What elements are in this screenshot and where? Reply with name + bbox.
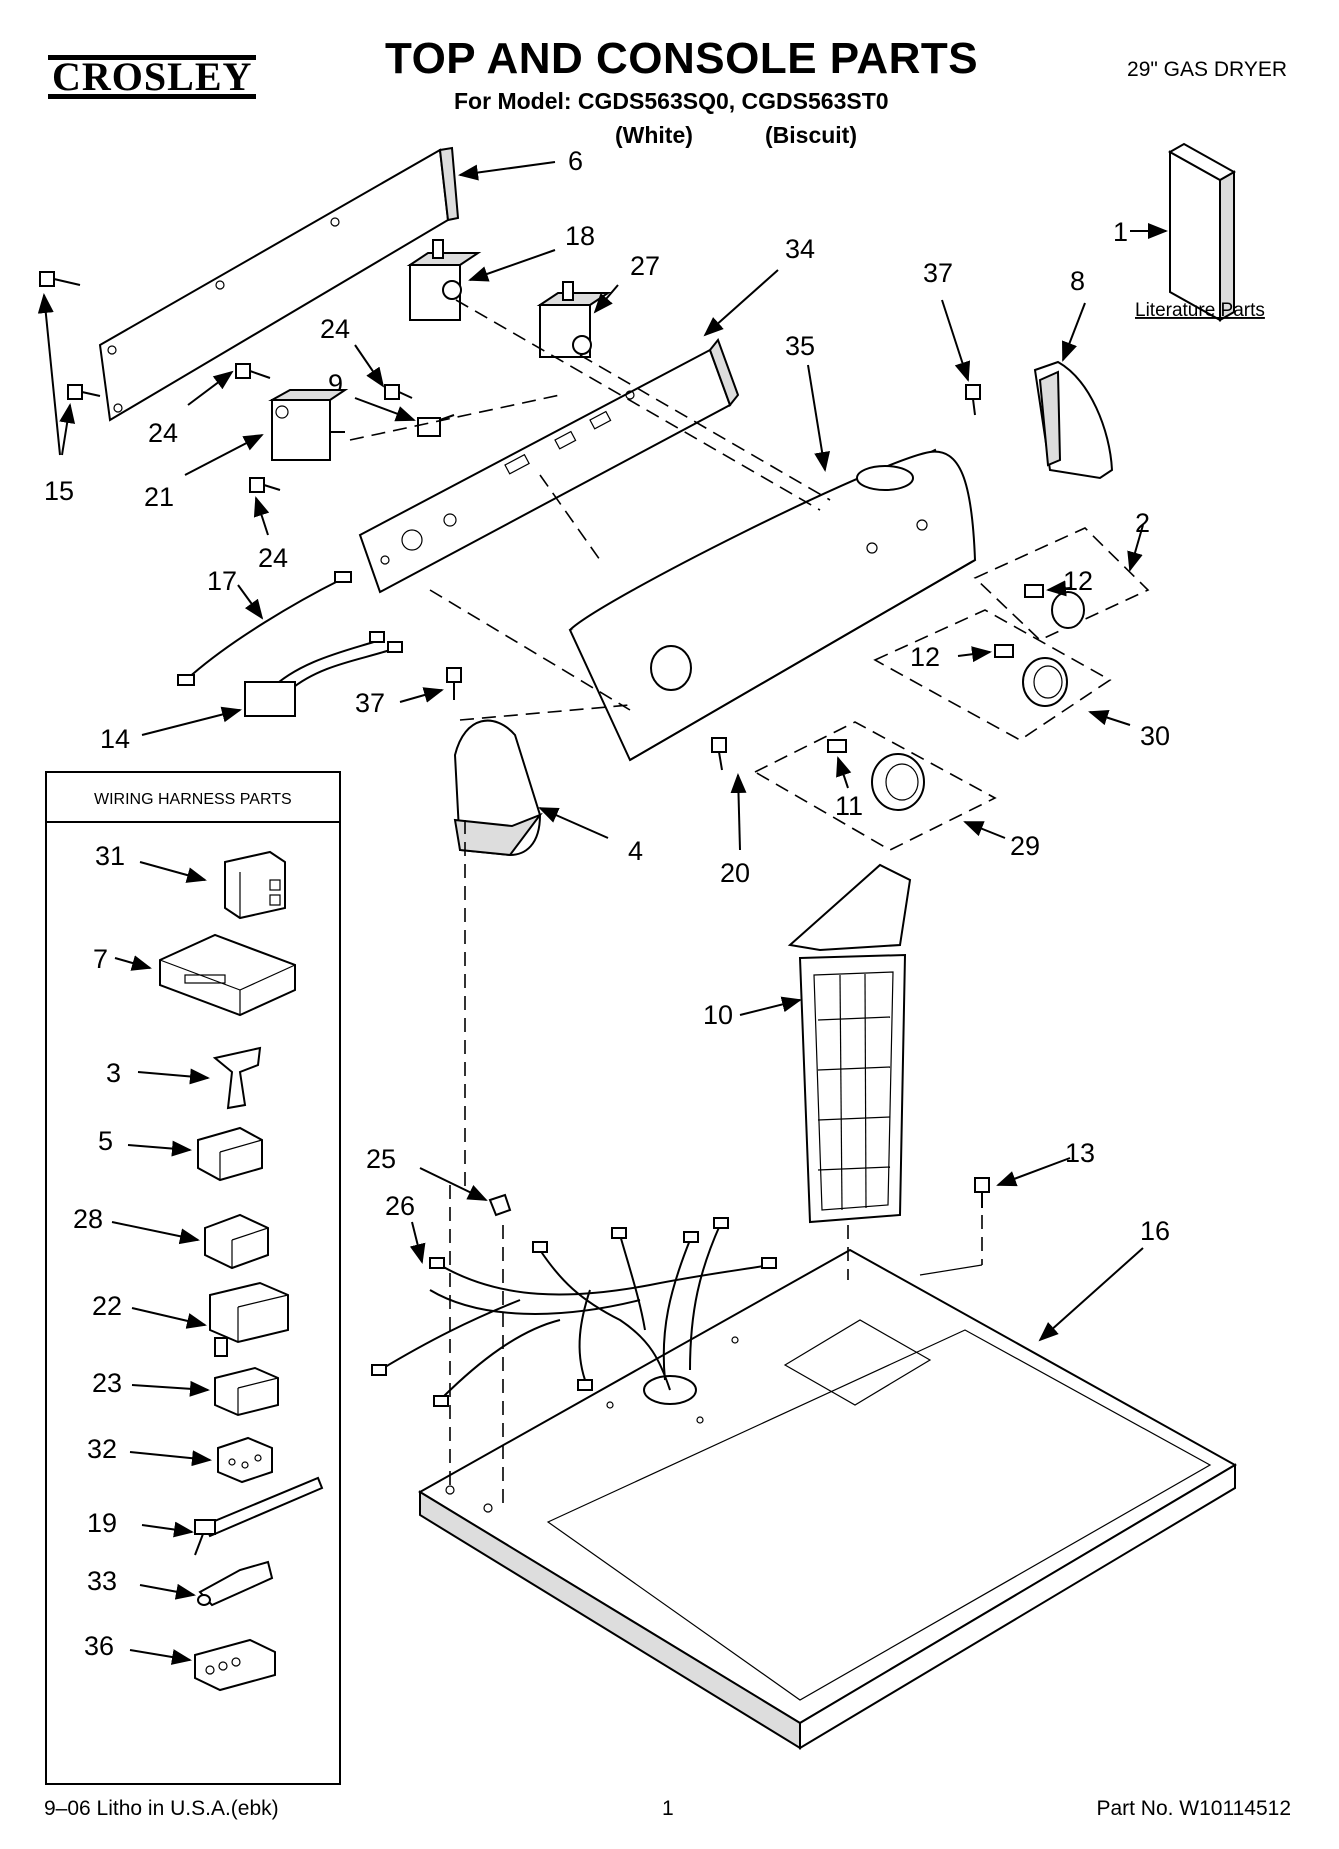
model-line: For Model: CGDS563SQ0, CGDS563ST0 [454, 88, 889, 114]
callout-37-a: 37 [923, 258, 953, 288]
callout-18: 18 [565, 221, 595, 251]
callout-21: 21 [144, 482, 174, 512]
screws-15 [39, 271, 101, 400]
callout-4: 4 [628, 836, 643, 866]
console-bracket [358, 337, 740, 594]
cable-tie-19 [194, 1476, 324, 1556]
callout-33: 33 [87, 1566, 117, 1596]
callout-17: 17 [207, 566, 237, 596]
connector-28 [204, 1213, 269, 1270]
connector-36 [194, 1638, 276, 1692]
callout-26: 26 [385, 1191, 415, 1221]
rear-console-panel [98, 146, 460, 422]
callout-15: 15 [44, 476, 74, 506]
clip-3 [212, 1046, 262, 1110]
connector-22 [209, 1281, 289, 1357]
callout-7: 7 [93, 944, 108, 974]
callout-12-b: 12 [910, 642, 940, 672]
selector-switch-18 [406, 239, 482, 321]
connector-23 [214, 1366, 279, 1417]
screw-13 [974, 1177, 990, 1208]
connector-32 [217, 1436, 273, 1484]
wire-harness-17-14 [177, 571, 403, 717]
callout-27: 27 [630, 251, 660, 281]
clip-25 [488, 1193, 512, 1217]
callout-37-b: 37 [355, 688, 385, 718]
callout-30: 30 [1140, 721, 1170, 751]
callout-20: 20 [720, 858, 750, 888]
callout-12-a: 12 [1063, 566, 1093, 596]
callout-13: 13 [1065, 1138, 1095, 1168]
literature-parts [1167, 142, 1237, 322]
lint-screen-10 [787, 863, 912, 1224]
callout-23: 23 [92, 1368, 122, 1398]
callout-34: 34 [785, 234, 815, 264]
screw-37-top [965, 384, 981, 416]
brand-logo: CROSLEY [48, 55, 257, 99]
callout-36: 36 [84, 1631, 114, 1661]
page-title: TOP AND CONSOLE PARTS [385, 34, 979, 83]
callout-14: 14 [100, 724, 130, 754]
endcap-4 [453, 719, 543, 857]
callout-5: 5 [98, 1126, 113, 1156]
alignment-lines-top [349, 299, 831, 721]
knob-group-2 [973, 527, 1150, 641]
callout-10: 10 [703, 1000, 733, 1030]
top-panel-16 [418, 1248, 1238, 1750]
connector-31 [224, 850, 286, 920]
main-harness-26 [371, 1217, 777, 1407]
screw-37-front [446, 667, 462, 700]
litho-note: 9–06 Litho in U.S.A.(ebk) [44, 1797, 279, 1820]
console-panel [568, 448, 977, 762]
knob-group-29 [753, 721, 997, 851]
part-21-switch [268, 389, 349, 461]
product-type: 29" GAS DRYER [1127, 58, 1287, 81]
callout-24-c: 24 [258, 543, 288, 573]
callout-32: 32 [87, 1434, 117, 1464]
knob-group-30 [873, 609, 1112, 741]
variant-white: (White) [615, 122, 693, 148]
page-number: 1 [662, 1797, 674, 1820]
callout-22: 22 [92, 1291, 122, 1321]
callout-16: 16 [1140, 1216, 1170, 1246]
callout-8: 8 [1070, 266, 1085, 296]
wiring-harness-parts-box [45, 771, 341, 1785]
callout-11: 11 [835, 791, 863, 821]
connector-7 [159, 933, 296, 1017]
terminal-33 [197, 1560, 274, 1607]
callout-19: 19 [87, 1508, 117, 1538]
callout-24-a: 24 [148, 418, 178, 448]
callout-31: 31 [95, 841, 125, 871]
callout-29: 29 [1010, 831, 1040, 861]
wiring-box-title: WIRING HARNESS PARTS [94, 791, 292, 808]
part-9-connector [417, 414, 455, 437]
endcap-bracket-8 [1033, 360, 1114, 480]
callout-6: 6 [568, 146, 583, 176]
callout-1: 1 [1113, 217, 1128, 247]
callout-35: 35 [785, 331, 815, 361]
literature-parts-label: Literature Parts [1135, 300, 1265, 321]
callout-24-b: 24 [320, 314, 350, 344]
alignment-lines-lower [449, 820, 983, 1505]
variant-biscuit: (Biscuit) [765, 122, 857, 148]
callout-25: 25 [366, 1144, 396, 1174]
callout-2: 2 [1135, 508, 1150, 538]
callout-28: 28 [73, 1204, 103, 1234]
selector-switch-27 [536, 281, 612, 358]
part-number: Part No. W10114512 [1096, 1797, 1291, 1820]
callout-3: 3 [106, 1058, 121, 1088]
screw-20 [711, 737, 727, 771]
connector-5 [197, 1126, 263, 1182]
screws-24 [235, 363, 413, 493]
